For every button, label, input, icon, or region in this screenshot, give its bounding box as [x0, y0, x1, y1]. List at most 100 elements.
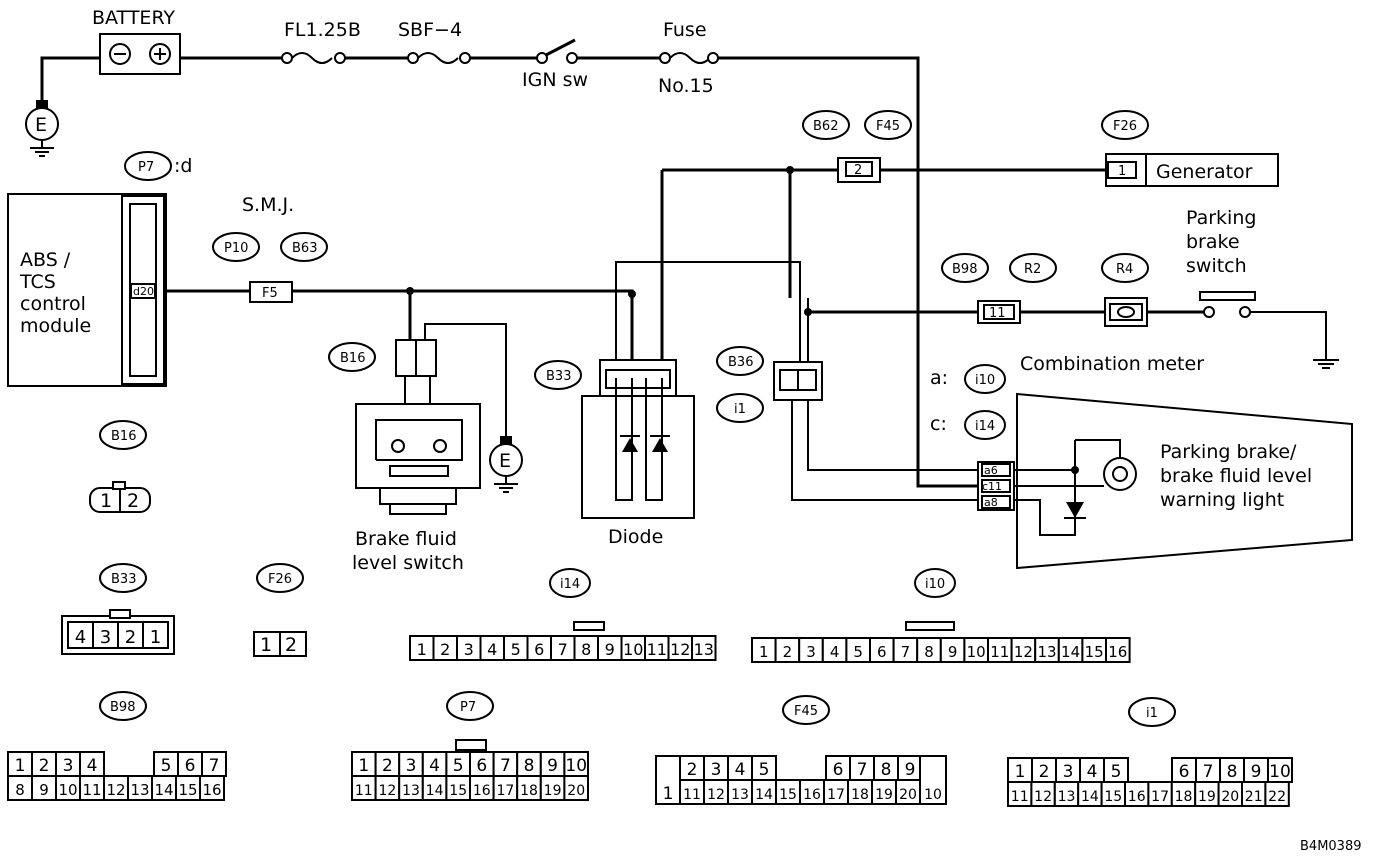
tag-b16-legend-text: B16 [111, 429, 136, 444]
connector-r4 [1104, 297, 1148, 327]
b98-pin-3: 3 [63, 756, 74, 776]
i14-pin-12: 12 [670, 640, 690, 659]
b62-pin-label: 2 [854, 163, 862, 178]
tag-b98-top: B98 [941, 253, 989, 283]
f45-pin-cell [727, 755, 753, 781]
b98-pin-cell [199, 775, 225, 801]
f45-pin-cell [873, 755, 899, 781]
b98-pin-5: 5 [161, 756, 172, 776]
f45-pin-cell [895, 779, 921, 805]
tag-i1-legend-text: i1 [1146, 706, 1158, 721]
f45-pin-cell [799, 779, 825, 805]
i1-pin-2: 2 [1039, 762, 1050, 782]
i14-pin-10: 10 [623, 640, 643, 659]
f45-pin-7: 7 [857, 760, 868, 780]
f45-pin-cell [823, 779, 849, 805]
b98-pin-label: 11 [989, 306, 1006, 321]
abs-tcs-control-module: d20 ABS / TCS control module [7, 193, 167, 387]
tag-f26-legend-text: F26 [268, 572, 292, 587]
tag-b62-text: B62 [813, 119, 838, 134]
tag-r2: R2 [1009, 253, 1057, 283]
p7-pin-17: 17 [496, 783, 514, 799]
i10-pin-9: 9 [948, 643, 958, 661]
b98-pin-15: 15 [178, 781, 197, 799]
b98-pin-2: 2 [39, 756, 50, 776]
connector-b98-r2: 11 [977, 300, 1021, 324]
pbs-label-line2: brake [1186, 231, 1240, 253]
i10-pin-16: 16 [1108, 643, 1127, 661]
tag-f26-top-text: F26 [1113, 119, 1137, 134]
battery-label: BATTERY [92, 7, 175, 29]
tag-b36-text: B36 [728, 355, 753, 370]
i1-pin-17: 17 [1151, 789, 1169, 805]
tag-f26-legend: F26 [256, 563, 304, 593]
i1-pin-1: 1 [1015, 762, 1026, 782]
i1-pin-6: 6 [1179, 762, 1190, 782]
f45-pin-17: 17 [827, 787, 845, 803]
f45-pin-18: 18 [851, 787, 869, 803]
f5-label: F5 [262, 286, 278, 301]
b33-pin-2: 2 [125, 627, 136, 648]
warning-light-label-line2: brake fluid level [1160, 465, 1312, 487]
module-label-line4: module [20, 315, 91, 337]
tag-i1-legend: i1 [1128, 697, 1176, 727]
b98-pin-12: 12 [106, 781, 125, 799]
f45-pin-4: 4 [735, 760, 746, 780]
f45-pin-1: 1 [663, 784, 674, 804]
i1-pin-5: 5 [1111, 762, 1122, 782]
connector-b16: 1 2 [89, 481, 151, 513]
i1-pin-21: 21 [1245, 789, 1263, 805]
drawing-code: B4M0389 [1300, 839, 1362, 854]
tag-i10-mid: i10 [964, 364, 1006, 394]
module-label-line2: TCS [19, 271, 56, 293]
i10-pin-11: 11 [990, 643, 1009, 661]
i1-pin-4: 4 [1087, 762, 1098, 782]
pin-a6-label: a6 [984, 464, 998, 477]
pbs-ground-icon [1313, 359, 1339, 369]
b98-pin-13: 13 [130, 781, 149, 799]
b33-pin-1: 1 [150, 627, 161, 648]
f45-pin-3: 3 [711, 760, 722, 780]
f45-pin-2: 2 [687, 760, 698, 780]
pbs-label-line1: Parking [1186, 207, 1256, 229]
b33-pin-cell [117, 621, 144, 649]
connector-f26: 1 2 [253, 631, 307, 657]
battery: BATTERY [92, 7, 181, 75]
tag-f45-top: F45 [864, 110, 912, 140]
f45-pin-10: 10 [924, 787, 942, 803]
fuse-label: Fuse [663, 19, 707, 41]
fuse-number-label: No.15 [658, 75, 714, 97]
f45-pin-19: 19 [875, 787, 893, 803]
tag-p10-text: P10 [224, 241, 248, 256]
tag-i10-legend-text: i10 [925, 577, 945, 592]
i1-pin-13: 13 [1058, 789, 1076, 805]
i10-pin-14: 14 [1061, 643, 1080, 661]
i10-pin-5: 5 [853, 643, 863, 661]
i10-pin-3: 3 [806, 643, 816, 661]
i10-pin-13: 13 [1037, 643, 1056, 661]
b98-pin-16: 16 [202, 781, 221, 799]
smj-label: S.M.J. [242, 194, 294, 216]
tag-i1-mid: i1 [716, 393, 764, 423]
b98-pin-cell [151, 775, 177, 801]
warning-light-label-line3: warning light [1160, 489, 1284, 511]
tag-b98-top-text: B98 [952, 262, 977, 277]
d20-label: d20 [133, 285, 154, 298]
tag-i14-legend-text: i14 [560, 577, 580, 592]
tag-b63: B63 [280, 232, 328, 262]
i10-pin-4: 4 [830, 643, 840, 661]
f45-pin-20: 20 [899, 787, 917, 803]
tag-i10-legend: i10 [914, 568, 956, 598]
combination-meter-label: Combination meter [1020, 353, 1204, 375]
i10-pin-15: 15 [1085, 643, 1104, 661]
p7-pin-20: 20 [567, 783, 585, 799]
f26-pin-2: 2 [285, 634, 297, 656]
c-prefix-label: c: [930, 413, 947, 435]
b98-pin-9: 9 [39, 781, 49, 799]
b98-pin-7: 7 [209, 756, 220, 776]
tag-i14-legend: i14 [549, 568, 591, 598]
i14-pin-5: 5 [511, 640, 521, 659]
